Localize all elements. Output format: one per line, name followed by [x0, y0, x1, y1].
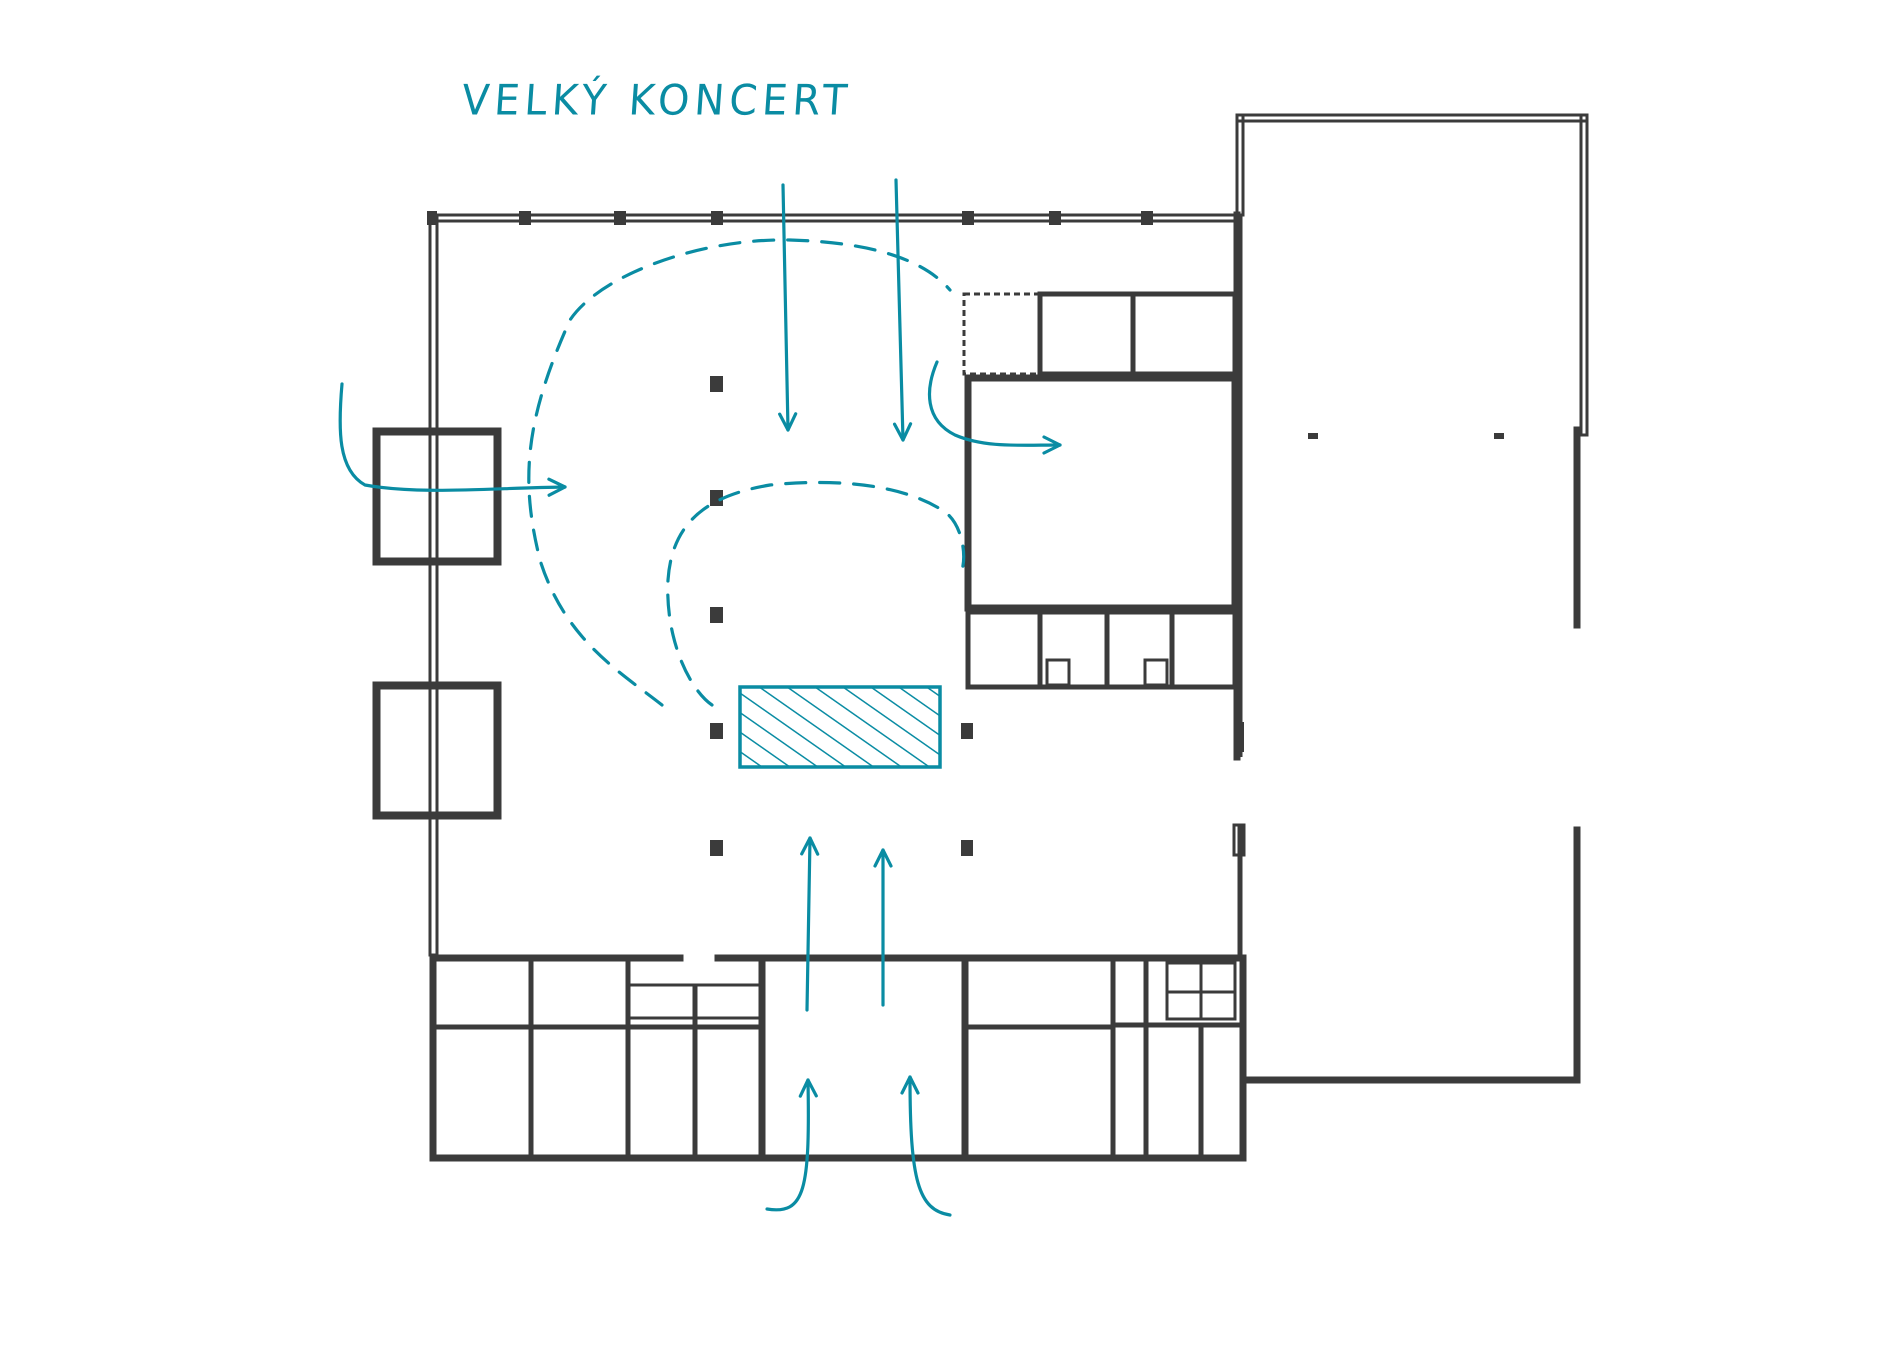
arrow-bottom-1	[800, 836, 820, 1012]
column	[961, 723, 973, 739]
east-hall	[1232, 113, 1589, 1084]
column	[710, 490, 723, 506]
column	[710, 607, 723, 623]
left-glazed-wall	[428, 213, 439, 957]
right-block	[962, 211, 1241, 761]
arrow-side-room	[927, 360, 1062, 455]
top-glazed-wall	[428, 213, 1242, 223]
outer-audience-boundary	[527, 238, 952, 707]
column	[614, 211, 626, 225]
vestibule-lower	[372, 681, 502, 820]
arrow-top-entry-2	[892, 178, 913, 442]
column	[711, 211, 723, 225]
column	[961, 840, 973, 856]
left-vestibules	[372, 427, 502, 820]
top-room	[1037, 291, 1238, 377]
toilet-block	[965, 609, 1238, 690]
column	[710, 840, 723, 856]
arrow-outside-2	[900, 1075, 952, 1217]
interior-columns	[710, 376, 973, 856]
east-hall-top-wall	[1235, 113, 1589, 123]
circulation-arrows	[338, 178, 1062, 1217]
audience-zones	[527, 238, 966, 707]
stage	[738, 685, 942, 769]
arrow-left-entry	[338, 382, 567, 497]
inner-audience-boundary	[666, 480, 966, 707]
arrow-outside-1	[765, 1078, 818, 1212]
column	[1141, 211, 1153, 225]
vestibule-upper	[372, 427, 502, 566]
column	[1049, 211, 1061, 225]
east-hall-right-glazed	[1579, 113, 1589, 437]
column	[710, 723, 723, 739]
column	[427, 211, 437, 225]
arrow-top-entry-1	[778, 183, 798, 432]
column	[962, 211, 974, 225]
large-room	[964, 374, 1239, 612]
column	[710, 376, 723, 392]
bottom-rooms	[429, 954, 1247, 1162]
column	[519, 211, 531, 225]
